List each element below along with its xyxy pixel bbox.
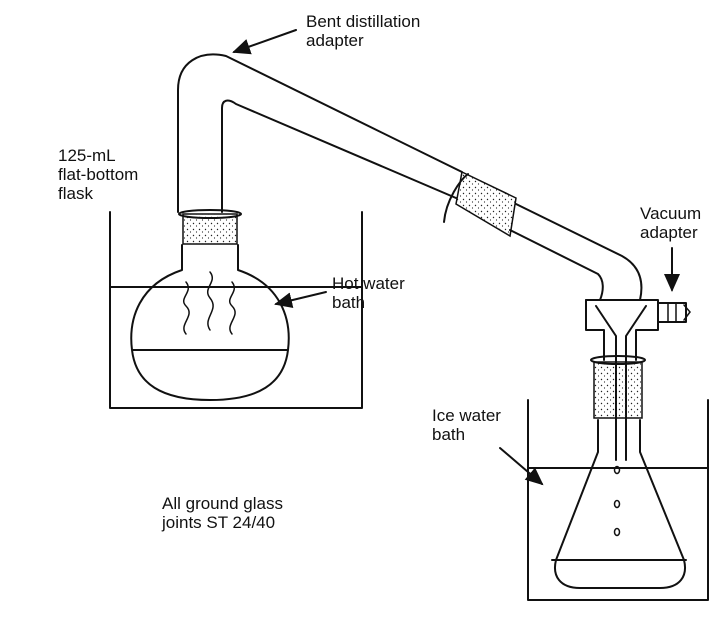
vacuum-adapter-label: Vacuum adapter [640,204,702,242]
adapter-joint-clip [443,173,469,223]
vapour-wisp [183,281,190,335]
flask-joint-clip [178,209,242,219]
erlenmeyer-receiving-flask [551,419,687,589]
flat-bottom-flask [130,209,290,401]
receiver-ground-glass-joint [593,361,643,419]
distillate-drop [613,527,621,537]
flask-label: 125-mL flat-bottom flask [58,146,139,203]
bent-distillation-adapter [177,53,643,301]
vapour-wisp [207,271,214,331]
arrow-bent-adapter [232,29,297,55]
bent-adapter-label: Bent distillation adapter [306,12,421,50]
joints-note-label: All ground glass joints ST 24/40 [162,494,283,532]
adapter-ground-glass-joint [455,170,517,238]
ice-water-bath-beaker [527,399,709,601]
arrow-hot-bath [274,291,327,309]
ice-bath-label: Ice water bath [432,406,501,444]
distillate-drop [613,499,621,509]
arrow-ice-bath [499,447,544,486]
vapour-wisp [229,281,236,335]
hot-bath-label: Hot water bath [332,274,405,312]
vacuum-adapter [585,299,691,461]
receiver-joint-clip [590,355,646,365]
vacuum-sidearm [657,302,687,323]
distillate-drop [613,465,621,475]
